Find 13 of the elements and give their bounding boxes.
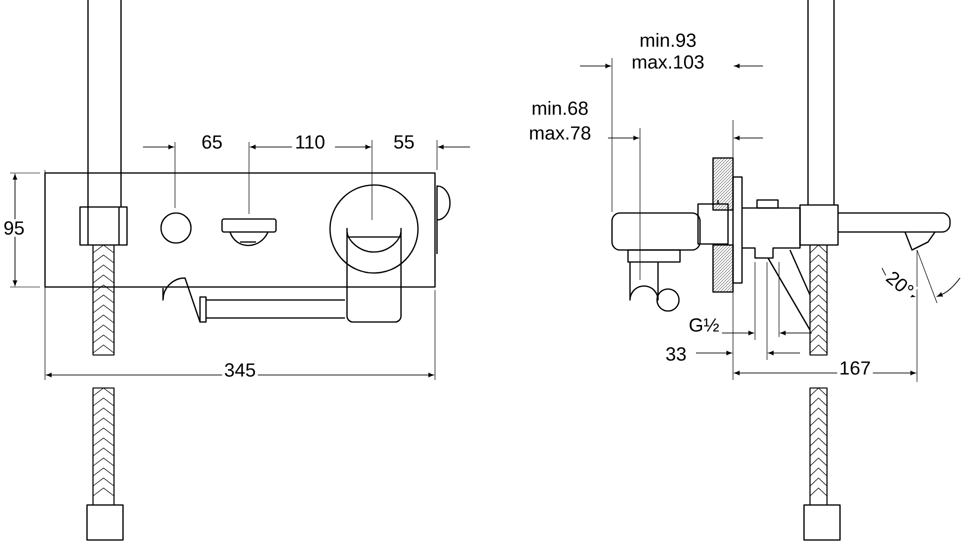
dimension-label: G½ [686,316,722,334]
dimension-label: 55 [391,133,417,151]
dimension-label: min.68 [530,99,591,117]
dimension-label: 20° [882,266,918,302]
dimension-label: max.78 [526,124,594,142]
dimension-label: 345 [222,361,258,379]
dimension-label: 110 [292,133,328,151]
dimension-label: 33 [663,345,689,363]
dimension-label: min.93 [638,31,699,49]
dimension-label: 95 [1,219,27,237]
dimension-label: max.103 [630,53,706,71]
dimension-label: 65 [199,133,225,151]
dimension-label: 167 [837,359,873,377]
